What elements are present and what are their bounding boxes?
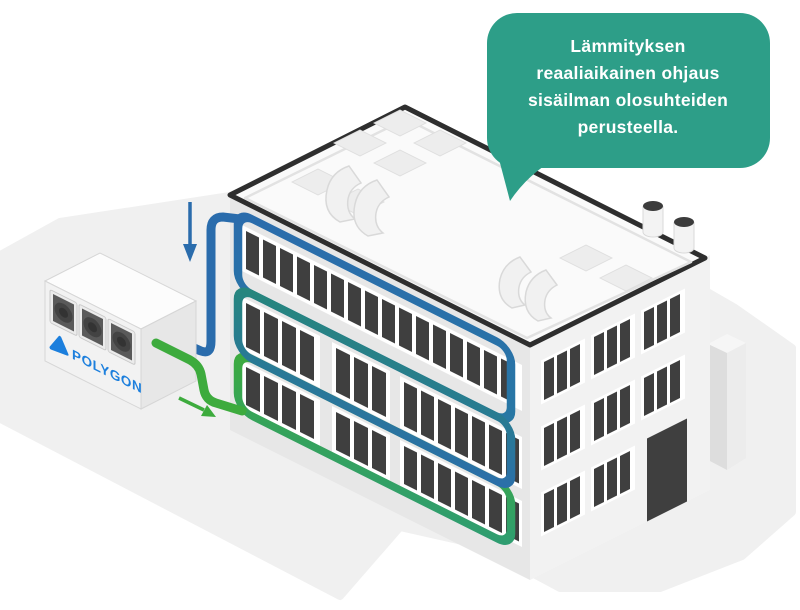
window-row-top: [242, 225, 522, 411]
speech-bubble: Lämmityksen reaaliaikainen ohjaus sisäil…: [487, 13, 770, 201]
speech-bubble-body: [487, 13, 770, 168]
polygon-unit: POLYGON: [43, 252, 198, 410]
window-row-middle: [242, 297, 522, 489]
side-facade-windows: [541, 288, 687, 537]
heating-loops: [233, 212, 516, 545]
roof-vent-cowls: [325, 165, 559, 322]
heating-loop-middle-floor: [233, 287, 516, 488]
front-facade-windows: [242, 225, 522, 547]
roof-chimneys: [642, 201, 695, 254]
flow-down-arrow: [183, 202, 197, 262]
main-building: [227, 104, 710, 580]
entrance-door: [647, 418, 687, 522]
flow-right-arrow: [178, 396, 216, 417]
window-row-bottom: [242, 361, 522, 547]
bubble-text-line-4: perusteella.: [578, 117, 679, 137]
bubble-text-line-1: Lämmityksen: [570, 36, 685, 56]
side-window: [541, 288, 685, 537]
roof-parapet-inner-edge: [243, 117, 693, 340]
bubble-text-line-3: sisäilman olosuhteiden: [528, 90, 728, 110]
polygon-logo-mark: [49, 335, 69, 356]
supply-pipe: [151, 338, 247, 417]
annex-building: [708, 334, 746, 470]
bubble-text-line-2: reaaliaikainen ohjaus: [536, 63, 719, 83]
